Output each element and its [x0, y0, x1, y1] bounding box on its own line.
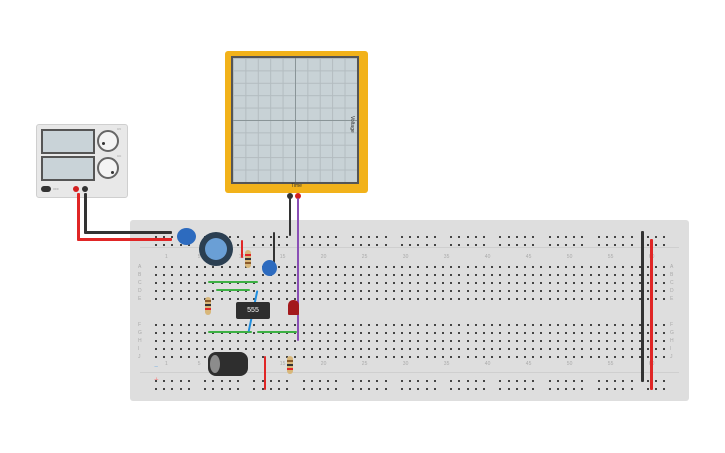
- led-red[interactable]: [288, 300, 299, 315]
- resistor-1[interactable]: [245, 250, 251, 268]
- resistor-3[interactable]: [287, 356, 293, 374]
- wire-red-psu-vertical[interactable]: [77, 193, 80, 240]
- wire-purple-scope[interactable]: [297, 198, 299, 341]
- rail-minus-label: −: [154, 364, 159, 371]
- current-knob[interactable]: [97, 157, 119, 179]
- resistor-2[interactable]: [205, 297, 211, 315]
- capacitor-end: [210, 355, 220, 373]
- power-supply[interactable]: CV CC OFF: [36, 124, 128, 198]
- wire-black-scope[interactable]: [289, 198, 291, 236]
- ic-555-timer[interactable]: 555: [236, 302, 270, 319]
- wire-black-short[interactable]: [273, 232, 275, 268]
- wire-red-rail[interactable]: [650, 239, 653, 390]
- wire-green-c[interactable]: [208, 281, 258, 283]
- wire-green-g-right[interactable]: [257, 331, 297, 333]
- potentiometer-knob[interactable]: [205, 238, 227, 260]
- wire-green-d[interactable]: [216, 289, 250, 291]
- wire-black-rail[interactable]: [641, 231, 644, 382]
- current-display: [41, 156, 95, 181]
- voltage-knob[interactable]: [97, 130, 119, 152]
- scope-negative-probe[interactable]: [287, 193, 293, 199]
- scope-positive-probe[interactable]: [295, 193, 301, 199]
- voltage-display: [41, 129, 95, 154]
- rail-divider-top: [140, 247, 679, 248]
- wire-green-g-left[interactable]: [208, 331, 252, 333]
- negative-terminal[interactable]: [82, 186, 88, 192]
- cc-label: CC: [117, 154, 122, 158]
- center-vertical-line: [295, 58, 296, 182]
- wire-red-bottom[interactable]: [264, 356, 266, 390]
- time-axis-label: Time: [291, 183, 302, 189]
- potentiometer[interactable]: [199, 232, 233, 266]
- voltage-axis-label: Voltage: [349, 116, 355, 133]
- power-switch[interactable]: [41, 186, 51, 192]
- oscilloscope-screen: [231, 56, 359, 184]
- ceramic-capacitor-1[interactable]: [177, 228, 196, 245]
- wire-black-psu-vertical[interactable]: [84, 193, 87, 233]
- electrolytic-capacitor[interactable]: [208, 352, 248, 376]
- cv-label: CV: [117, 127, 122, 131]
- wire-black-psu-horizontal[interactable]: [84, 231, 172, 234]
- rail-divider-bottom: [140, 372, 679, 373]
- rail-plus-label: +: [154, 375, 159, 384]
- ceramic-capacitor-2[interactable]: [262, 260, 277, 276]
- wire-red-short[interactable]: [241, 240, 243, 258]
- oscilloscope[interactable]: Time Voltage: [225, 51, 368, 193]
- wire-red-psu-horizontal[interactable]: [77, 238, 172, 241]
- switch-label: OFF: [53, 187, 59, 191]
- positive-terminal[interactable]: [73, 186, 79, 192]
